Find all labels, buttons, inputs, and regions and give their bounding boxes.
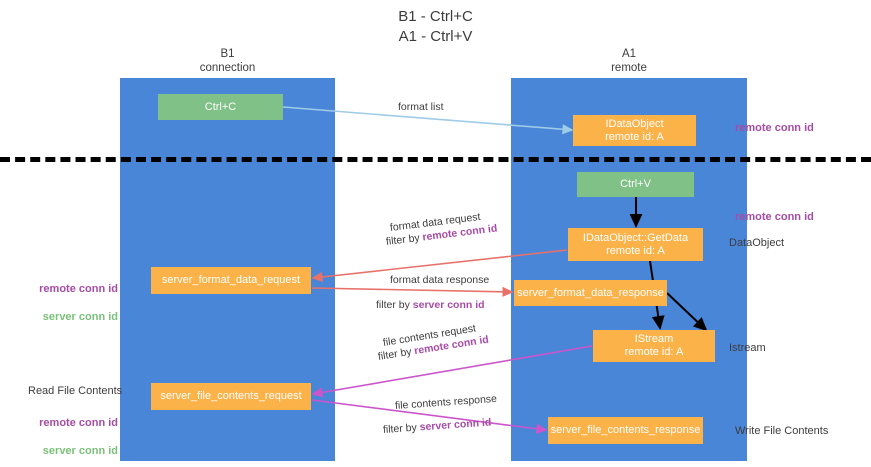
filter-by-text-3: filter by xyxy=(377,345,416,363)
node-idataobject-getdata[interactable]: IDataObject::GetData remote id: A xyxy=(568,228,703,261)
side-label-dataobject: DataObject xyxy=(729,237,785,249)
side-label-remote-conn-id-top: remote conn id xyxy=(735,122,814,134)
server-conn-id-accent-2: server conn id xyxy=(419,416,492,434)
node-ctrl-v[interactable]: Ctrl+V xyxy=(577,172,694,197)
side-label-istream: Istream xyxy=(729,342,766,354)
node-server-file-contents-request[interactable]: server_file_contents_request xyxy=(151,383,311,410)
left-server-conn-id-1: server conn id xyxy=(42,311,118,323)
filter-by-text-2: filter by xyxy=(376,299,413,311)
left-remote-conn-id-1: remote conn id xyxy=(39,283,118,295)
edge-label-format-data-response: format data response xyxy=(390,274,490,286)
left-remote-conn-id-2: remote conn id xyxy=(39,417,118,429)
edge-label-file-contents-response: file contents response xyxy=(394,392,498,412)
node-istream[interactable]: IStream remote id: A xyxy=(593,330,715,362)
node-server-format-data-request[interactable]: server_format_data_request xyxy=(151,267,311,294)
side-label-read-file-contents: Read File Contents xyxy=(28,385,123,397)
lane-header-b1: B1 connection xyxy=(199,48,256,74)
edge-label-filter-by-server-conn-id-2: filter by server conn id xyxy=(383,415,492,437)
diagram-title: B1 - Ctrl+C A1 - Ctrl+V xyxy=(398,8,473,45)
filter-by-text-4: filter by xyxy=(382,421,421,436)
side-label-remote-conn-id-mid: remote conn id xyxy=(735,211,814,223)
filter-by-text-1: filter by xyxy=(385,231,424,248)
node-server-file-contents-response[interactable]: server_file_contents_response xyxy=(548,417,703,444)
left-server-conn-id-2: server conn id xyxy=(42,445,118,457)
node-ctrl-c[interactable]: Ctrl+C xyxy=(158,94,283,120)
edge-label-filter-by-server-conn-id-1: filter by server conn id xyxy=(376,298,485,312)
node-idataobject[interactable]: IDataObject remote id: A xyxy=(573,115,696,146)
side-label-write-file-contents: Write File Contents xyxy=(735,425,829,437)
side-label-left-conn-ids-2: remote conn id server conn id xyxy=(22,402,118,467)
server-conn-id-accent-1: server conn id xyxy=(412,299,485,311)
edge-label-format-list: format list xyxy=(398,101,444,113)
node-server-format-data-response[interactable]: server_format_data_response xyxy=(514,280,667,306)
side-label-left-conn-ids-1: remote conn id server conn id xyxy=(22,268,118,338)
lane-header-a1: A1 remote xyxy=(611,48,647,74)
dashed-divider xyxy=(0,157,871,162)
